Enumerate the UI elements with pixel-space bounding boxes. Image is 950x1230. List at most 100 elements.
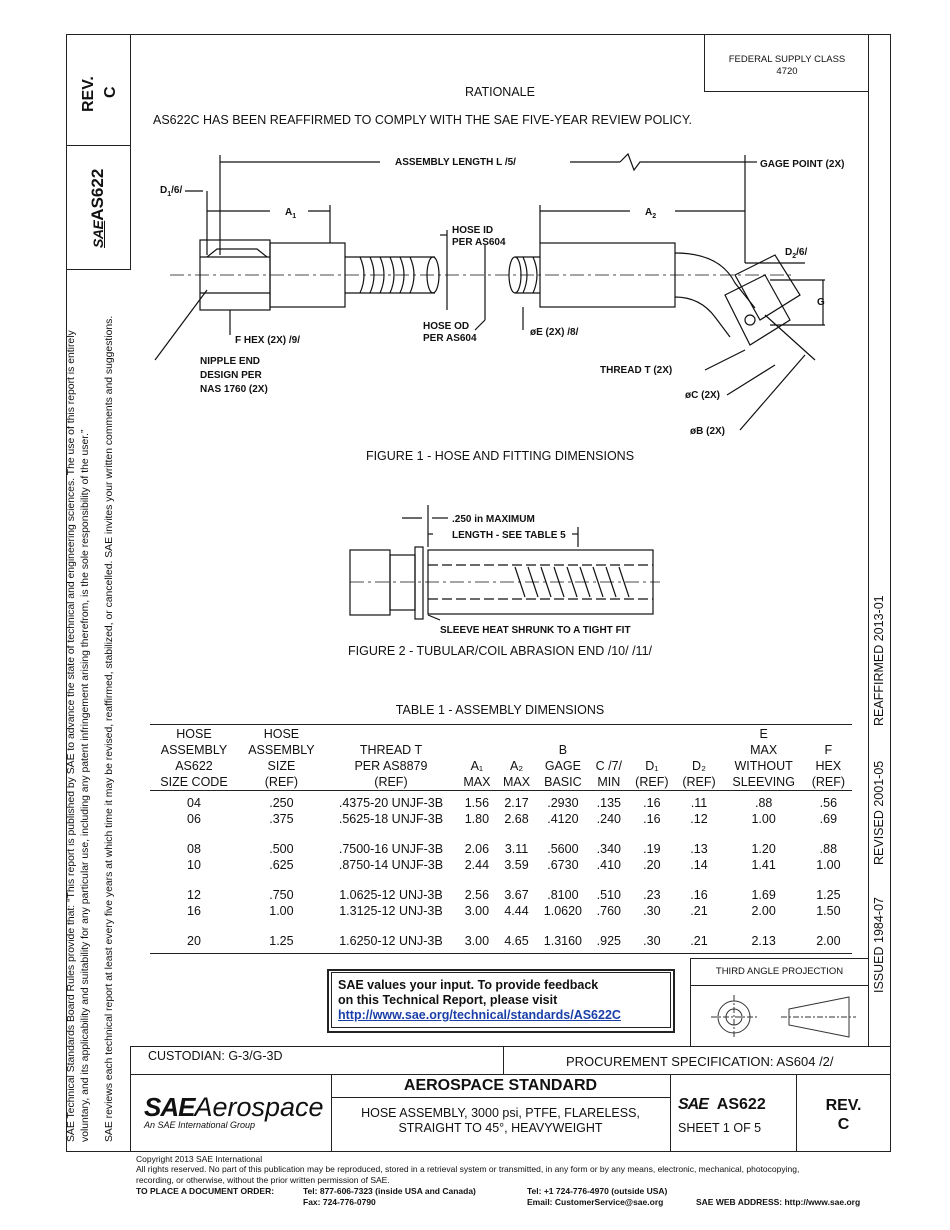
- procurement-text: PROCUREMENT SPECIFICATION: AS604 /2/: [566, 1054, 834, 1069]
- fig1-nipple-label-2: DESIGN PER: [200, 370, 262, 381]
- figure-2-caption: FIGURE 2 - TUBULAR/COIL ABRASION END /10…: [347, 644, 653, 658]
- footer-web[interactable]: SAE WEB ADDRESS: http://www.sae.org: [696, 1197, 861, 1207]
- sae-logo-mark: SAE: [90, 220, 106, 248]
- fig1-hose-od-label-1: HOSE OD: [423, 321, 469, 332]
- document-title-line-1: HOSE ASSEMBLY, 3000 psi, PTFE, FLARELESS…: [361, 1106, 640, 1120]
- side-lower-rule: [130, 1046, 131, 1152]
- projection-label: THIRD ANGLE PROJECTION: [715, 966, 844, 977]
- revised-date: REVISED 2001-05: [872, 760, 886, 865]
- col-d1: D₁(REF): [635, 759, 669, 789]
- fig1-b-label: øB (2X): [690, 426, 725, 437]
- fig1-gage-point-label: GAGE POINT (2X): [760, 159, 844, 170]
- footer-tel-us: Tel: 877-606-7323 (inside USA and Canada…: [303, 1186, 476, 1196]
- figure-1-caption: FIGURE 1 - HOSE AND FITTING DIMENSIONS: [365, 449, 635, 463]
- figure-2-drawing: .250 in MAXIMUM LENGTH - SEE TABLE 5 SLE…: [349, 505, 660, 636]
- footer-tel-intl: Tel: +1 724-776-4970 (outside USA): [527, 1186, 668, 1196]
- title-block-top-rule: [130, 1046, 891, 1047]
- fig1-d2-label: D2/6/: [785, 247, 807, 260]
- feedback-line-1: SAE values your input. To provide feedba…: [338, 978, 599, 992]
- fig1-hose-od-label-2: PER AS604: [423, 333, 477, 344]
- fig1-a2-label: A2: [645, 207, 656, 220]
- fig1-thread-t-label: THREAD T (2X): [600, 365, 672, 376]
- title-block-type-rule: [331, 1097, 670, 1098]
- feedback-link[interactable]: http://www.sae.org/technical/standards/A…: [338, 1008, 621, 1022]
- projection-box: THIRD ANGLE PROJECTION: [690, 958, 869, 1046]
- figure-1-drawing: ASSEMBLY LENGTH L /5/ GAGE POINT (2X) D1…: [154, 152, 844, 437]
- fig2-max-label: .250 in MAXIMUM: [452, 514, 535, 525]
- supply-class-value: 4720: [776, 66, 798, 77]
- logo-aerospace-text: Aerospace: [194, 1092, 324, 1122]
- footer-order-label: TO PLACE A DOCUMENT ORDER:: [136, 1186, 275, 1196]
- supply-class-label: FEDERAL SUPPLY CLASS: [728, 54, 846, 65]
- fig1-g-label: G: [817, 297, 825, 308]
- logo-subtitle: An SAE International Group: [144, 1120, 256, 1130]
- sheet-number: SHEET 1 OF 5: [678, 1121, 762, 1135]
- footer-fax: Fax: 724-776-0790: [303, 1197, 376, 1207]
- standard-type: AEROSPACE STANDARD: [403, 1077, 598, 1094]
- footer-email[interactable]: Email: CustomerService@sae.org: [527, 1197, 664, 1207]
- title-block-rev-value: C: [837, 1116, 850, 1133]
- title-block-mid-rule: [130, 1074, 891, 1075]
- table-top-rule: [150, 724, 852, 725]
- footer-copyright: Copyright 2013 SAE International: [136, 1154, 263, 1164]
- footer-rights-1: All rights reserved. No part of this pub…: [136, 1164, 800, 1174]
- fig1-a1-label: A1: [285, 207, 296, 220]
- reaffirmed-date: REAFFIRMED 2013-01: [872, 595, 886, 726]
- fig1-hose-id-label-1: HOSE ID: [452, 225, 493, 236]
- footer-rights-2: recording, or otherwise, without the pri…: [136, 1175, 390, 1185]
- title-block-divider-3: [670, 1074, 671, 1152]
- side-tab-rev-value: C: [102, 86, 119, 98]
- fig1-f-hex-label: F HEX (2X) /9/: [235, 335, 300, 346]
- fig2-sleeve-label: SLEEVE HEAT SHRUNK TO A TIGHT FIT: [440, 625, 631, 636]
- federal-supply-box: FEDERAL SUPPLY CLASS 4720: [704, 34, 869, 92]
- fig1-nipple-label-3: NAS 1760 (2X): [200, 384, 268, 395]
- fig1-assembly-length-label: ASSEMBLY LENGTH L /5/: [395, 157, 516, 168]
- feedback-line-2: on this Technical Report, please visit: [338, 993, 558, 1007]
- feedback-box-inner: SAE values your input. To provide feedba…: [331, 972, 671, 1028]
- title-block-divider-2: [331, 1074, 332, 1152]
- fig1-nipple-label-1: NIPPLE END: [200, 356, 260, 367]
- side-tab: [66, 34, 131, 270]
- right-strip-divider: [868, 34, 869, 1046]
- title-block-divider-1: [503, 1046, 504, 1074]
- rationale-text: AS622C HAS BEEN REAFFIRMED TO COMPLY WIT…: [153, 113, 693, 127]
- title-block-doc-number: SAE AS622: [678, 1096, 766, 1114]
- table-1-title: TABLE 1 - ASSEMBLY DIMENSIONS: [395, 703, 605, 717]
- doc-number-text: AS622: [716, 1096, 766, 1113]
- doc-sae-mark: SAE: [678, 1096, 709, 1113]
- sae-aerospace-logo: SAEAerospace: [144, 1092, 324, 1123]
- fig2-length-label: LENGTH - SEE TABLE 5: [452, 530, 566, 541]
- feedback-box: SAE values your input. To provide feedba…: [327, 969, 675, 1033]
- document-title-line-2: STRAIGHT TO 45°, HEAVYWEIGHT: [398, 1121, 603, 1135]
- side-tab-rev-label: REV.: [80, 76, 97, 112]
- document-frame: [66, 34, 891, 1152]
- fig1-d1-label: D1/6/: [160, 185, 182, 198]
- fig1-hose-id-label-2: PER AS604: [452, 237, 506, 248]
- issued-date: ISSUED 1984-07: [872, 897, 886, 993]
- title-block-divider-4: [796, 1074, 797, 1152]
- custodian-text: CUSTODIAN: G-3/G-3D: [148, 1049, 283, 1063]
- rationale-title: RATIONALE: [465, 85, 535, 99]
- side-tab-doc-text: AS622: [88, 168, 107, 221]
- side-tab-doc-number: SAEAS622: [88, 169, 108, 248]
- third-angle-projection-symbol-icon: [711, 995, 856, 1039]
- col-d2: D₂(REF): [682, 759, 716, 789]
- fig1-e-label: øE (2X) /8/: [530, 327, 579, 338]
